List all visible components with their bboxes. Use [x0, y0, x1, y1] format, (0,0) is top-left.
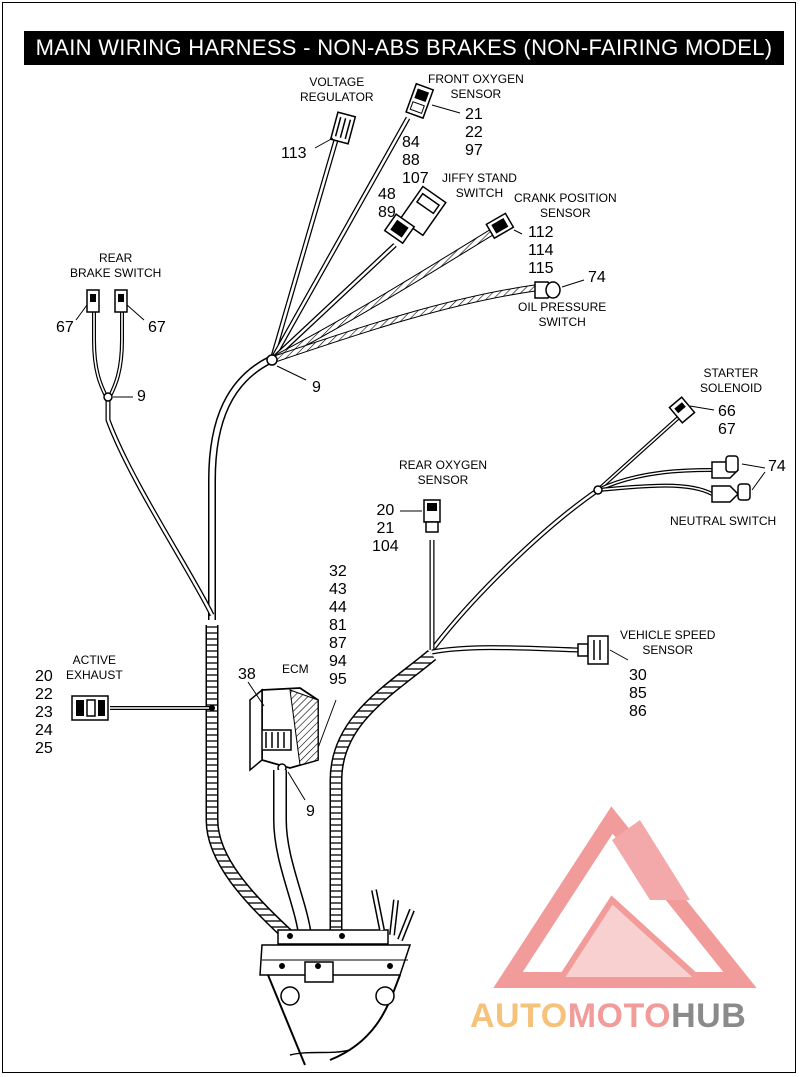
- neutral-switch-label: NEUTRAL SWITCH: [670, 514, 777, 528]
- main-clip-ref: 9: [312, 379, 321, 396]
- watermark-text: AUTOMOTOHUB: [470, 996, 746, 1036]
- rear-oxygen-sensor-label: REAR OXYGEN SENSOR: [399, 458, 488, 487]
- watermark-logo: [493, 806, 757, 988]
- ecm-label: ECM: [282, 662, 309, 676]
- rear-brake-switch-ref-right: 67: [148, 319, 166, 336]
- crank-position-sensor-refs: 112 114 115: [528, 224, 554, 277]
- rear-oxygen-sensor-refs: 20 21 104: [372, 502, 399, 555]
- voltage-regulator-label: VOLTAGE REGULATOR: [300, 75, 374, 104]
- front-oxygen-sensor-refs: 21 22 97: [465, 106, 483, 159]
- watermark-part1: AUTOMOTO: [470, 997, 671, 1035]
- crank-position-sensor-label: CRANK POSITION SENSOR: [514, 191, 617, 220]
- watermark-part2: HUB: [671, 997, 747, 1035]
- neutral-switch-ref: 74: [768, 458, 786, 475]
- watermark-moto: MOTO: [567, 997, 672, 1035]
- rear-brake-clip-ref: 9: [137, 388, 146, 405]
- jiffy-stand-refs-upper: 84 88 107: [402, 134, 429, 187]
- mounting-bracket: [259, 889, 415, 1066]
- vehicle-speed-sensor-refs: 30 85 86: [629, 667, 647, 720]
- oil-pressure-switch-label: OIL PRESSURE SWITCH: [518, 300, 607, 329]
- ecm-refs: 32 43 44 81 87 94 95: [329, 563, 347, 688]
- page-title: MAIN WIRING HARNESS - NON-ABS BRAKES (NO…: [24, 31, 784, 65]
- ecm-bracket-ref: 38: [238, 666, 256, 683]
- starter-solenoid-refs: 66 67: [718, 403, 736, 438]
- vehicle-speed-sensor-label: VEHICLE SPEED SENSOR: [620, 628, 716, 657]
- ecm-clip-ref: 9: [306, 803, 315, 820]
- jiffy-stand-switch-label: JIFFY STAND SWITCH: [442, 171, 517, 200]
- oil-pressure-switch-ref: 74: [588, 269, 606, 286]
- active-exhaust-refs: 20 22 23 24 25: [35, 668, 53, 757]
- rear-brake-switch-label: REAR BRAKE SWITCH: [70, 251, 162, 280]
- watermark-auto: AUTO: [470, 997, 568, 1035]
- front-oxygen-sensor-label: FRONT OXYGEN SENSOR: [428, 72, 524, 101]
- rear-brake-switch-ref-left: 67: [56, 319, 74, 336]
- active-exhaust-label: ACTIVE EXHAUST: [66, 653, 123, 682]
- starter-solenoid-label: STARTER SOLENOID: [700, 366, 763, 395]
- jiffy-stand-refs-lower: 48 89: [378, 186, 396, 221]
- voltage-regulator-ref: 113: [281, 145, 307, 162]
- ecm-module: [247, 681, 337, 801]
